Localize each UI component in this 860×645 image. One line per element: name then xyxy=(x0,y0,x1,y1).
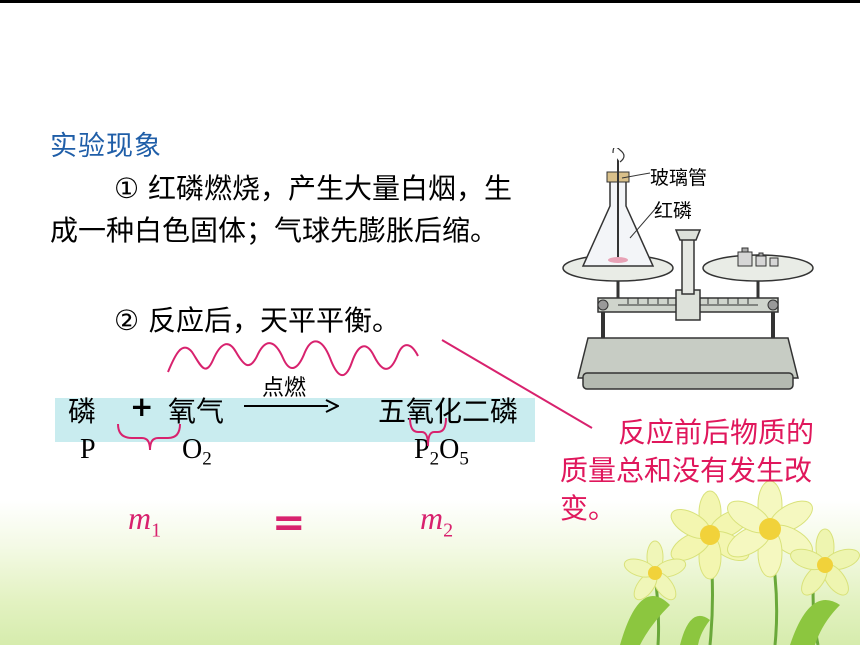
right-pan xyxy=(702,254,814,298)
equals-sign: = xyxy=(272,500,306,546)
label-leader-lines xyxy=(621,172,657,239)
mass-products: m2 xyxy=(420,500,454,542)
reactant-phosphorus: 磷 xyxy=(68,395,97,428)
formula-o2: O2 xyxy=(182,434,212,470)
conclusion-note: 反应前后物质的质量总和没有发生改变。 xyxy=(560,414,830,528)
balance-apparatus-illustration xyxy=(562,148,814,390)
brace-right xyxy=(409,417,447,447)
conclusion-text: 反应前后物质的质量总和没有发生改变。 xyxy=(560,416,815,525)
observation-2: ② 反应后，天平平衡。 xyxy=(50,300,530,342)
observation-2-text: ② 反应后，天平平衡。 xyxy=(114,304,401,337)
reactant-oxygen: 氧气 xyxy=(168,395,225,428)
conical-flask xyxy=(581,148,655,267)
product-p2o5: 五氧化二磷 xyxy=(378,395,519,428)
observation-1-text: ① 红磷燃烧，产生大量白烟，生成一种白色固体；气球先膨胀后缩 xyxy=(50,172,513,247)
section-heading: 实验现象 xyxy=(50,131,162,162)
formula-p2o5: P2O5 xyxy=(414,434,469,470)
observation-1: ① 红磷燃烧，产生大量白烟，生成一种白色固体；气球先膨胀后缩。 xyxy=(50,168,530,252)
reaction-condition: 点燃 xyxy=(262,376,307,401)
flower-decoration xyxy=(620,480,860,645)
pointer-line xyxy=(441,339,593,429)
formula-p: P xyxy=(80,434,96,465)
observation-1-end: 。 xyxy=(470,214,499,247)
flower-4 xyxy=(623,540,687,601)
reaction-arrow xyxy=(244,399,339,413)
plus-sign: + xyxy=(130,390,154,423)
mass-reactants: m1 xyxy=(128,500,162,542)
weights xyxy=(737,247,779,267)
balance-base xyxy=(577,229,799,390)
label-red-phosphorus: 红磷 xyxy=(654,200,693,222)
wavy-underline xyxy=(167,340,419,377)
flower-3 xyxy=(790,528,860,596)
top-border xyxy=(0,0,860,3)
brace-left xyxy=(117,423,181,451)
label-glass-tube: 玻璃管 xyxy=(650,167,708,189)
